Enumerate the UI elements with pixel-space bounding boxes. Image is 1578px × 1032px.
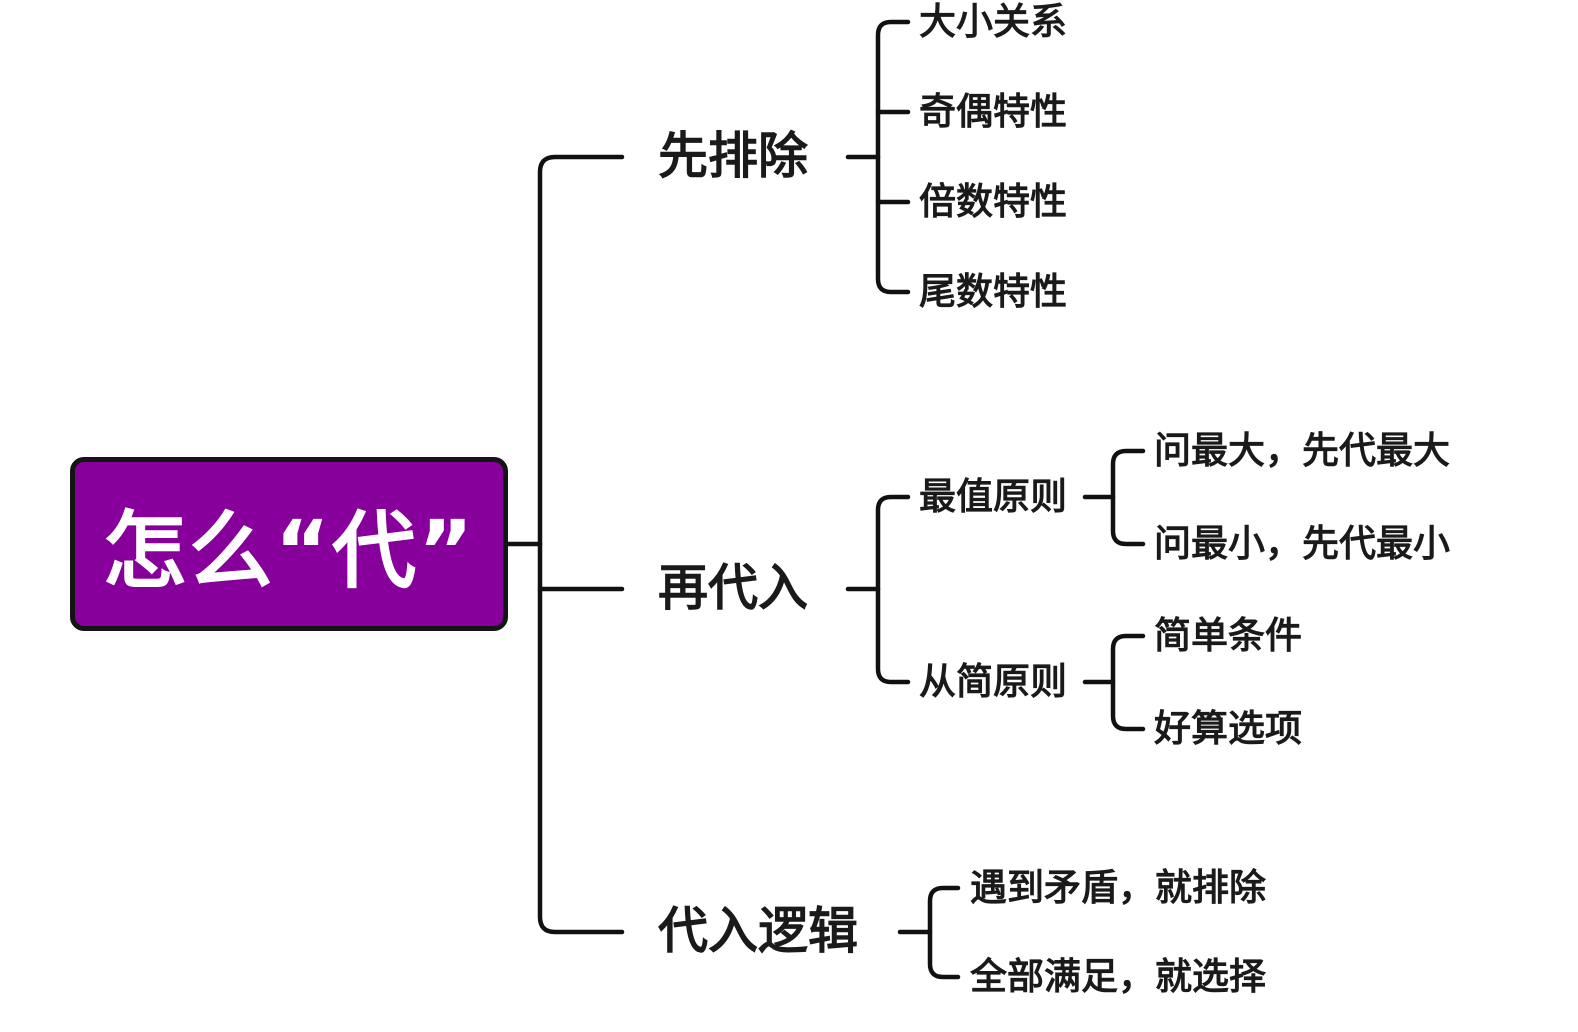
branch-node-logic[interactable]: 代入逻辑 [658, 902, 858, 960]
connector-root-bracket [537, 154, 625, 935]
branch-node-substitute[interactable]: 再代入 [658, 559, 808, 617]
leaf-node-ask-min[interactable]: 问最小，先代最小 [1154, 522, 1450, 565]
leaf-node-multiple[interactable]: 倍数特性 [919, 180, 1067, 223]
leaf-node-all-satisfied-select[interactable]: 全部满足，就选择 [970, 955, 1266, 998]
connector-b1-bracket [875, 19, 911, 295]
root-node[interactable]: 怎么“代” [70, 457, 508, 631]
connector-b2-bracket [875, 494, 911, 685]
branch-node-exclude[interactable]: 先排除 [658, 127, 808, 185]
leaf-node-ask-max[interactable]: 问最大，先代最大 [1154, 429, 1450, 472]
leaf-node-simple-condition[interactable]: 简单条件 [1154, 614, 1302, 657]
leaf-node-easy-option[interactable]: 好算选项 [1154, 707, 1302, 750]
sub-node-extreme-principle[interactable]: 最值原则 [919, 475, 1067, 518]
connector-b2a-bracket [1110, 448, 1146, 547]
leaf-node-contradiction-exclude[interactable]: 遇到矛盾，就排除 [970, 866, 1266, 909]
connector-b2b-bracket [1110, 633, 1146, 732]
leaf-node-parity[interactable]: 奇偶特性 [919, 90, 1067, 133]
connector-b3-bracket [927, 885, 961, 980]
leaf-node-size-relation[interactable]: 大小关系 [919, 0, 1067, 43]
leaf-node-last-digit[interactable]: 尾数特性 [919, 270, 1067, 313]
sub-node-simplicity-principle[interactable]: 从简原则 [919, 660, 1067, 703]
